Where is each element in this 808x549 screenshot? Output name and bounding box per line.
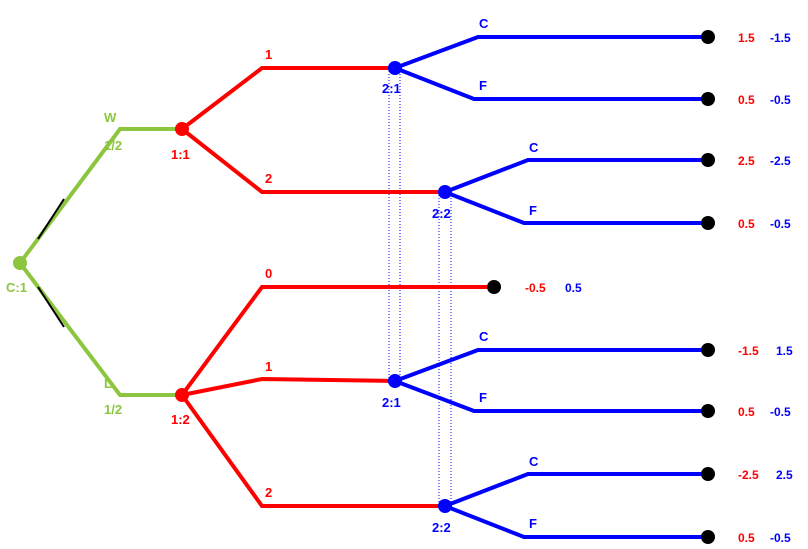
- payoff-row: 0.5 -0.5: [738, 217, 791, 231]
- payoff-p2: -0.5: [770, 531, 791, 545]
- p1-action-label: 1: [265, 47, 272, 62]
- p2-action-label: F: [479, 390, 487, 405]
- p2-node-a-label: 2:1: [382, 81, 401, 96]
- payoff-p1: 0.5: [738, 217, 755, 231]
- p1-top-action-2: [180, 127, 445, 194]
- payoff-p1: 1.5: [738, 31, 755, 45]
- p1-bottom-action-2: [180, 393, 445, 508]
- chance-branch-lose: [18, 261, 182, 397]
- payoff-row: -1.5 1.5: [738, 344, 793, 358]
- chance-win-label: W: [104, 110, 117, 125]
- payoff-p2: -1.5: [770, 31, 791, 45]
- p2-action-label: F: [479, 78, 487, 93]
- payoff-row: 2.5 -2.5: [738, 154, 791, 168]
- payoff-p2: 1.5: [776, 344, 793, 358]
- payoff-p2: -2.5: [770, 154, 791, 168]
- information-set-2-1: [388, 68, 401, 381]
- p1-node-bottom-label: 1:2: [171, 412, 190, 427]
- chance-node-label: C:1: [6, 280, 27, 295]
- p2-action-label: F: [529, 516, 537, 531]
- p2-action-label: C: [479, 16, 489, 31]
- payoff-p2: 0.5: [565, 281, 582, 295]
- p2-node-d-label: 2:2: [432, 520, 451, 535]
- information-set-2-2: [438, 192, 452, 506]
- p1-action-label: 1: [265, 359, 272, 374]
- terminal-node: [701, 92, 715, 106]
- terminal-node: [487, 280, 501, 294]
- chance-branch-win: [18, 127, 182, 265]
- payoff-p2: -0.5: [770, 93, 791, 107]
- p2-node-b: [438, 185, 452, 199]
- p1-bottom-action-1: [181, 376, 396, 397]
- p2-node-b-label: 2:2: [432, 206, 451, 221]
- terminal-node: [701, 153, 715, 167]
- chance-node: [13, 256, 27, 270]
- p1-node-top: [175, 122, 189, 136]
- payoff-row: 0.5 -0.5: [738, 405, 791, 419]
- p1-top-action-1: [180, 66, 395, 131]
- payoff-p1: 0.5: [738, 93, 755, 107]
- p1-bottom-action-0: [180, 285, 494, 397]
- p2-node-c: [388, 374, 402, 388]
- p2-branches: [394, 35, 708, 539]
- payoff-p2: 2.5: [776, 468, 793, 482]
- p2-node-d: [438, 499, 452, 513]
- payoff-p2: -0.5: [770, 405, 791, 419]
- chance-lose-prob: 1/2: [104, 402, 122, 417]
- terminal-node: [701, 30, 715, 44]
- p1-action-label: 2: [265, 485, 272, 500]
- p2-action-label: C: [529, 454, 539, 469]
- payoff-row: -2.5 2.5: [738, 468, 793, 482]
- p2-action-label: C: [479, 329, 489, 344]
- terminal-node: [701, 530, 715, 544]
- chance-win-prob: 1/2: [104, 138, 122, 153]
- p1-action-label: 0: [265, 266, 272, 281]
- payoff-row: 0.5 -0.5: [738, 531, 791, 545]
- terminal-node: [701, 467, 715, 481]
- payoff-row: 0.5 -0.5: [738, 93, 791, 107]
- payoff-row: -0.5 0.5: [525, 281, 582, 295]
- p2-action-label: F: [529, 203, 537, 218]
- terminal-nodes: [487, 30, 715, 544]
- payoff-p1: -1.5: [738, 344, 759, 358]
- payoff-p1: -0.5: [525, 281, 546, 295]
- p2-node-c-label: 2:1: [382, 395, 401, 410]
- payoff-p1: 2.5: [738, 154, 755, 168]
- payoff-p1: -2.5: [738, 468, 759, 482]
- p1-action-label: 2: [265, 171, 272, 186]
- p2-action-label: C: [529, 140, 539, 155]
- p1-node-top-label: 1:1: [171, 147, 190, 162]
- payoff-p1: 0.5: [738, 405, 755, 419]
- p2-node-a: [388, 61, 402, 75]
- p1-branches: [180, 66, 494, 508]
- p1-node-bottom: [175, 388, 189, 402]
- terminal-node: [701, 216, 715, 230]
- terminal-node: [701, 343, 715, 357]
- terminal-node: [701, 404, 715, 418]
- chance-lose-label: L: [104, 376, 112, 391]
- payoff-p1: 0.5: [738, 531, 755, 545]
- payoff-row: 1.5 -1.5: [738, 31, 791, 45]
- payoff-p2: -0.5: [770, 217, 791, 231]
